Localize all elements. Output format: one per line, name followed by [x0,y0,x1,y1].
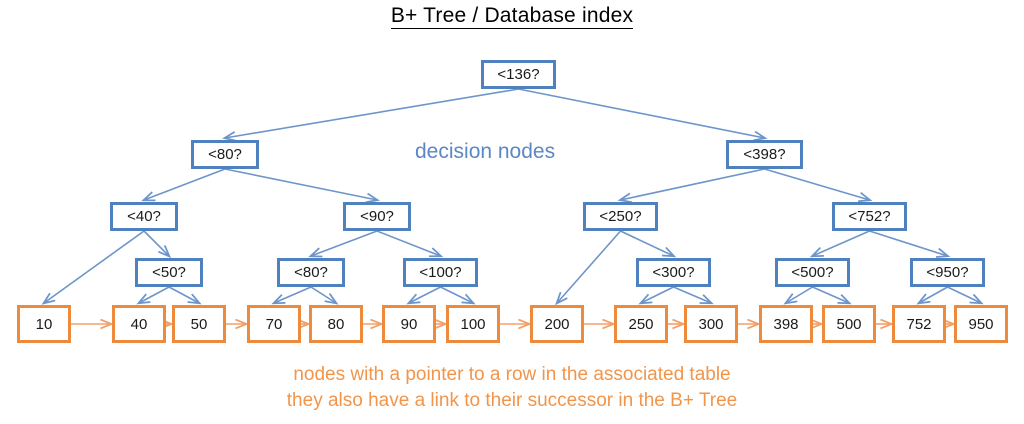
node-label: <752? [848,208,891,225]
tree-edge [557,230,622,303]
tree-edge [621,168,765,200]
decision-node-752[interactable]: <752? [832,202,907,231]
tree-edge [139,286,170,303]
leaf-node-950[interactable]: 950 [954,305,1008,343]
tree-edge [947,286,982,303]
node-label: <80? [208,146,242,163]
node-label: 50 [190,315,208,333]
tree-edge [224,168,377,200]
tree-edge [311,230,378,256]
caption-line-2: they also have a link to their successor… [286,390,738,411]
decision-node-500[interactable]: <500? [775,258,850,287]
decision-node-136[interactable]: <136? [481,60,556,89]
decision-node-398[interactable]: <398? [726,140,803,169]
node-label: <300? [652,264,695,281]
node-label: 90 [400,315,418,333]
page-title-text: B+ Tree / Database index [390,4,634,29]
tree-edge [518,88,765,138]
tree-edge [673,286,712,303]
leaf-node-300[interactable]: 300 [684,305,738,343]
tree-edge [786,286,813,303]
tree-edge [620,230,674,256]
decision-node-80[interactable]: <80? [277,258,345,287]
node-label: 100 [460,315,486,333]
leaf-node-10[interactable]: 10 [17,305,71,343]
node-label: <80? [294,264,328,281]
node-label: 70 [265,315,283,333]
page-title: B+ Tree / Database index [0,4,1024,29]
node-label: 80 [327,315,345,333]
leaf-node-200[interactable]: 200 [530,305,584,343]
tree-edge [44,230,145,303]
decision-nodes-label: decision nodes [415,140,556,163]
node-label: 950 [968,315,994,333]
node-label: 752 [906,315,932,333]
decision-node-300[interactable]: <300? [636,258,711,287]
tree-edge [764,168,870,200]
node-label: <50? [152,264,186,281]
tree-edge [168,286,199,303]
tree-edge [225,88,519,138]
decision-node-80[interactable]: <80? [191,140,259,169]
leaf-node-80[interactable]: 80 [309,305,363,343]
tree-edge [310,286,336,303]
node-label: <40? [127,208,161,225]
decision-node-50[interactable]: <50? [135,258,203,287]
node-label: 10 [35,315,53,333]
tree-edge [869,230,948,256]
leaf-node-398[interactable]: 398 [759,305,813,343]
tree-edge [919,286,948,303]
node-label: 40 [130,315,148,333]
node-label: <90? [360,208,394,225]
node-label: <398? [743,146,786,163]
leaf-node-40[interactable]: 40 [112,305,166,343]
caption-line-1: nodes with a pointer to a row in the ass… [293,364,731,385]
node-label: <250? [599,208,642,225]
decision-node-40[interactable]: <40? [110,202,178,231]
leaf-node-90[interactable]: 90 [382,305,436,343]
tree-edge [376,230,441,256]
node-label: <500? [791,264,834,281]
tree-edge [143,230,169,256]
tree-edge [144,168,226,200]
node-label: 300 [698,315,724,333]
node-label: 200 [544,315,570,333]
tree-edge [812,286,850,303]
node-label: 250 [628,315,654,333]
tree-edges [44,88,982,303]
leaf-node-250[interactable]: 250 [614,305,668,343]
tree-edge [274,286,312,303]
node-label: 500 [836,315,862,333]
tree-edge [440,286,474,303]
leaf-node-500[interactable]: 500 [822,305,876,343]
leaf-node-100[interactable]: 100 [446,305,500,343]
node-label: <100? [419,264,462,281]
decision-node-100[interactable]: <100? [403,258,478,287]
leaf-node-752[interactable]: 752 [892,305,946,343]
leaf-node-70[interactable]: 70 [247,305,301,343]
node-label: <136? [497,66,540,83]
tree-edge [409,286,441,303]
tree-edge [813,230,870,256]
node-label: 398 [773,315,799,333]
leaf-node-50[interactable]: 50 [172,305,226,343]
decision-node-250[interactable]: <250? [583,202,658,231]
node-label: <950? [926,264,969,281]
decision-node-90[interactable]: <90? [343,202,411,231]
decision-node-950[interactable]: <950? [910,258,985,287]
tree-edge [641,286,674,303]
